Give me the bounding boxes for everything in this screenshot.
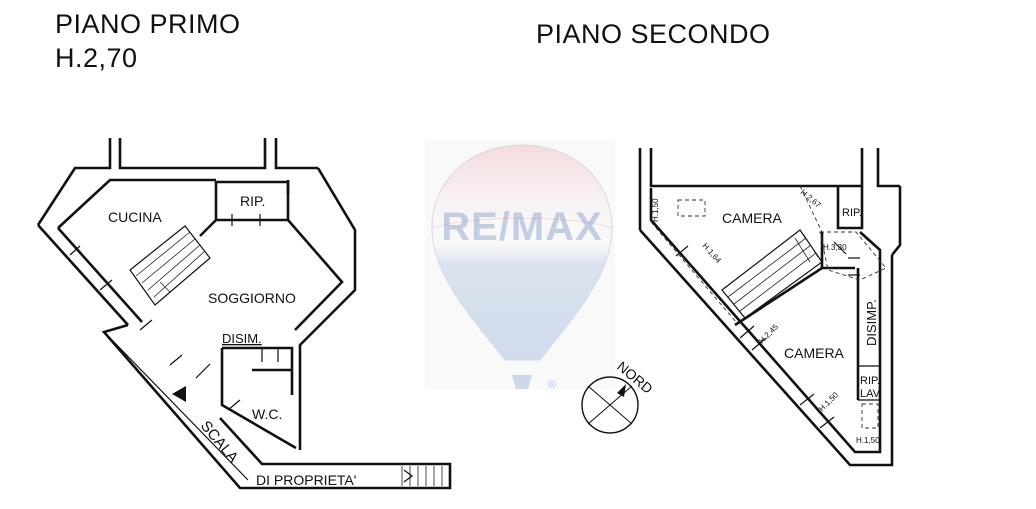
height-h330: H.3,30: [823, 243, 847, 252]
floor-two-title: PIANO SECONDO: [536, 19, 771, 49]
room-rip-second: RIP.: [842, 207, 862, 219]
room-rip-lav-line2: LAV.: [860, 388, 882, 400]
room-camera-bottom: CAMERA: [784, 345, 845, 361]
height-h150-mid: H.1,50: [817, 390, 840, 413]
balloon-icon: [431, 144, 613, 361]
label-di-proprieta: DI PROPRIETA': [256, 472, 356, 488]
room-rip: RIP.: [240, 193, 265, 209]
floor-one-title-block: PIANO PRIMO H.2,70: [55, 8, 241, 76]
height-h150-bottom: H.1,50: [856, 436, 880, 445]
room-cucina: CUCINA: [108, 209, 162, 225]
balloon-basket-icon: [512, 375, 532, 389]
height-h164: H.1,64: [701, 241, 724, 265]
room-disimp: DISIMP.: [864, 299, 879, 346]
floor-two-plan: CAMERA RIP. DISIMP. CAMERA RIP. LAV. H.1…: [638, 148, 902, 467]
entry-arrow-icon: [172, 386, 186, 402]
watermark-brand: RE/MAX: [441, 205, 603, 249]
height-h245: H.2,45: [757, 322, 780, 345]
room-disim: DISIM.: [222, 331, 262, 346]
height-h267: H.2,67: [799, 188, 823, 210]
compass-icon: [581, 376, 639, 434]
label-scala: SCALA: [197, 418, 242, 467]
floor-one-title: PIANO PRIMO: [55, 9, 241, 39]
room-rip-lav-line1: RIP.: [860, 375, 880, 387]
height-h150-top: H.1,50: [651, 198, 660, 222]
room-wc: W.C.: [252, 406, 282, 422]
floor-one-plan: CUCINA RIP. SOGGIORNO DISIM. W.C. SCALA …: [36, 138, 452, 490]
watermark-registered: ®: [548, 379, 556, 391]
room-camera-top: CAMERA: [722, 210, 783, 226]
remax-watermark: RE/MAX ®: [425, 140, 615, 391]
floor-one-height: H.2,70: [55, 42, 138, 73]
room-soggiorno: SOGGIORNO: [208, 290, 296, 306]
